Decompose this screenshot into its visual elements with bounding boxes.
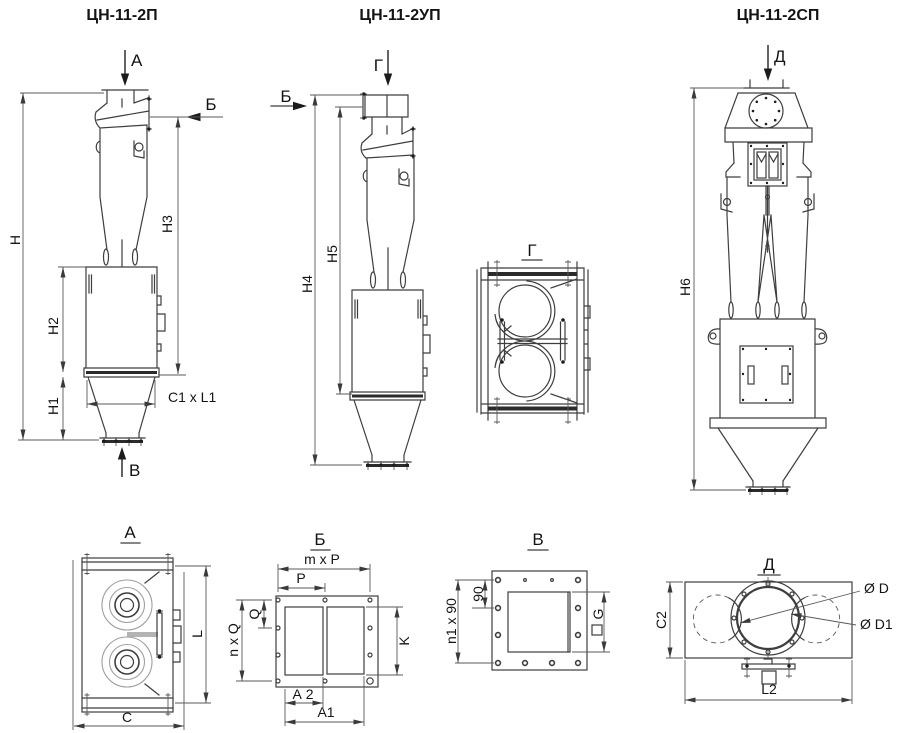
flange-bolts-2up	[362, 92, 415, 467]
dim-label-h5: Н5	[324, 245, 340, 263]
outlet-flange-inner	[735, 585, 801, 651]
arrow-g-label: Г	[374, 56, 383, 75]
view-d-title: Д	[763, 555, 775, 574]
bottom-view-d: Д C2 L2 Ø D Ø D1	[653, 555, 893, 704]
dim-label-l2: L2	[761, 681, 777, 697]
dim-label-c1l1: C1 x L1	[168, 389, 216, 405]
dimensions-view-b: m x P P Q n x Q K А 2 А1	[225, 551, 412, 726]
dimensions-2sp: Н6	[677, 87, 746, 491]
view-v-title: В	[532, 530, 543, 549]
outlet-flange-outer	[730, 580, 806, 656]
leader-dia-d	[739, 590, 861, 624]
outlet-pipe-top	[101, 579, 153, 631]
section-arrows-2sp: Д	[763, 45, 786, 81]
cyclone-2p-outline	[83, 89, 166, 446]
flange-bolts-2p	[102, 97, 151, 443]
square-opening	[507, 591, 571, 653]
dim-label-q: Q	[246, 608, 262, 619]
section-arrows-2up: Г Б	[270, 50, 393, 111]
dim-label-n1x90: n1 x 90	[443, 598, 459, 644]
outlet-pipe-bottom	[101, 636, 153, 688]
arrow-g-head-icon	[383, 73, 393, 86]
arrow-d-label: Д	[774, 47, 786, 66]
dimensions-view-a: L C	[74, 566, 209, 729]
view-b-bolt-holes	[275, 597, 374, 685]
square-symbol-icon	[591, 624, 603, 636]
dim-label-mxp: m x P	[304, 551, 340, 567]
spiral-inlet-bottom	[498, 344, 552, 398]
dimensions-2up: Н4 Н5	[299, 94, 363, 466]
spiral-inlet-top	[498, 284, 552, 338]
bolts-2sp	[741, 96, 792, 492]
view-cn-11-2up: ЦН-11-2УП Г Б Н4 Н	[270, 7, 441, 470]
dim-label-h2: Н2	[45, 317, 61, 335]
dim-label-a1: А1	[317, 704, 334, 720]
dimensions-2p: Н Н2 Н1 Н3 C1 x L1	[7, 92, 223, 441]
arrow-a-label: А	[131, 51, 143, 70]
arrow-d-head-icon	[763, 68, 773, 81]
access-panel-2sp	[739, 345, 794, 404]
arrow-v-head-icon	[117, 447, 127, 460]
arrow-b2-label: Б	[280, 87, 291, 106]
view-d-outline	[684, 577, 853, 685]
dim-label-h3: Н3	[159, 215, 175, 233]
view-b-outline	[275, 595, 379, 688]
dim-label-l: L	[189, 630, 205, 638]
hidden-cyclone-circles	[693, 594, 840, 644]
section-g-outline	[476, 260, 591, 424]
dim-label-p: P	[296, 570, 305, 586]
dim-label-90: 90	[470, 586, 486, 602]
view-v-outline	[491, 570, 588, 671]
lifting-lug-2p	[134, 142, 144, 152]
dim-label-h6: Н6	[677, 278, 693, 296]
view-cn-11-2sp: ЦН-11-2СП	[677, 7, 828, 495]
dimensions-view-v: 90 n1 x 90 G	[443, 579, 610, 664]
dim-label-k: K	[396, 636, 412, 646]
bottom-view-b: Б m x P P Q n x Q K	[225, 530, 412, 726]
dim-label-g: G	[590, 609, 606, 620]
dim-label-c: C	[122, 709, 132, 725]
view-d-bolt-holes	[731, 581, 805, 655]
bottom-view-a: А L C	[72, 523, 211, 730]
bottom-view-v: В 90 n1 x 90 G	[443, 530, 610, 671]
section-view-g: Г	[476, 241, 591, 424]
view-a-title: А	[124, 523, 136, 542]
hood-flange-circle	[748, 93, 784, 129]
dim-label-h4: Н4	[299, 275, 315, 293]
dimensions-view-d: C2 L2 Ø D Ø D1	[653, 580, 893, 704]
title-cn-11-2sp: ЦН-11-2СП	[737, 7, 820, 24]
view-cn-11-2p: ЦН-11-2П А Б В	[7, 7, 223, 480]
dim-label-dia-d: Ø D	[864, 580, 889, 596]
section-arrows-2p: А Б В	[117, 50, 217, 480]
inlet-opening-right	[326, 606, 365, 675]
dim-label-a2: А 2	[292, 686, 313, 702]
view-b-title: Б	[314, 530, 325, 549]
view-a-outline	[72, 553, 211, 730]
arrow-v-label: В	[129, 461, 140, 480]
title-cn-11-2p: ЦН-11-2П	[86, 7, 157, 24]
inlet-opening-left	[284, 606, 324, 676]
section-g-title: Г	[527, 241, 536, 260]
inlet-flange-2sp	[747, 142, 788, 187]
title-cn-11-2up: ЦН-11-2УП	[359, 7, 440, 24]
dim-label-c2: C2	[653, 611, 669, 629]
arrow-a-head-icon	[120, 73, 130, 86]
arrow-b2-head-icon	[293, 101, 307, 111]
dim-label-h: Н	[7, 235, 23, 245]
arrow-b-label: Б	[205, 95, 216, 114]
lifting-lug-2up	[399, 171, 409, 181]
dim-label-nxq: n x Q	[225, 623, 241, 657]
cyclone-2sp-outline	[707, 79, 828, 495]
cyclone-2up-outline	[349, 92, 431, 470]
dim-label-dia-d1: Ø D1	[860, 616, 893, 632]
dim-label-h1: Н1	[45, 397, 61, 415]
section-g-bolts	[500, 318, 565, 364]
bottom-fitting-bar	[741, 663, 796, 670]
leader-dia-d1	[790, 613, 857, 626]
view-v-bolt-holes	[494, 576, 582, 667]
